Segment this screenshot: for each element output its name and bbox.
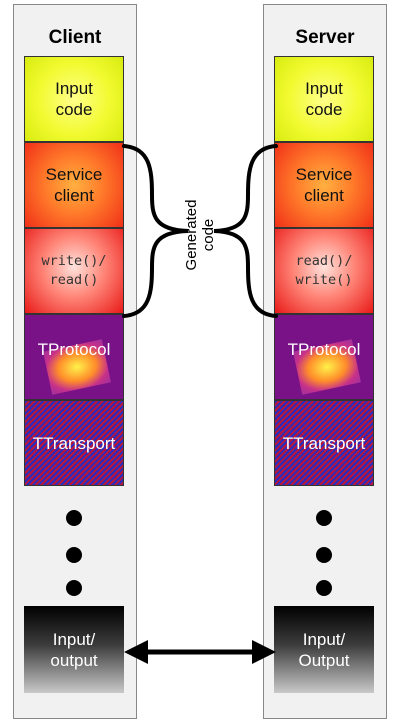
server-input-code-label: Input code xyxy=(305,79,343,119)
server-read-write-box: read()/ write() xyxy=(274,228,374,314)
client-input-code-box: Input code xyxy=(24,56,124,142)
client-write-read-box: write()/ read() xyxy=(24,228,124,314)
client-tprotocol-box: TProtocol xyxy=(24,314,124,400)
server-ttransport-label: TTransport xyxy=(282,433,366,453)
io-link-arrow-right-head xyxy=(252,640,276,664)
client-ellipsis-dot xyxy=(66,547,82,563)
client-input-code-label: Input code xyxy=(55,79,93,119)
client-io-label: Input/ output xyxy=(50,629,98,670)
client-brace xyxy=(122,144,189,318)
client-service-client-box: Service client xyxy=(24,142,124,228)
server-read-write-label: read()/ write() xyxy=(295,253,353,288)
client-ellipsis-dot xyxy=(66,510,82,526)
client-column: Client Input code Service client write()… xyxy=(13,4,137,719)
server-tprotocol-label: TProtocol xyxy=(287,339,361,359)
io-link-arrow-left-head xyxy=(124,640,148,664)
server-service-client-label: Service client xyxy=(295,165,353,205)
server-column: Server Input code Service client read()/… xyxy=(263,4,387,719)
server-ttransport-box: TTransport xyxy=(274,400,374,486)
server-service-client-box: Service client xyxy=(274,142,374,228)
server-brace xyxy=(213,144,278,318)
client-io-box: Input/ output xyxy=(24,606,124,693)
server-input-code-box: Input code xyxy=(274,56,374,142)
client-write-read-label: write()/ read() xyxy=(41,253,107,288)
client-title: Client xyxy=(48,27,102,48)
server-tprotocol-box: TProtocol xyxy=(274,314,374,400)
client-tprotocol-label: TProtocol xyxy=(37,339,111,359)
generated-code-label: Generated code xyxy=(183,199,217,271)
client-service-client-label: Service client xyxy=(45,165,103,205)
client-ttransport-label: TTransport xyxy=(32,433,116,453)
server-ellipsis-dot xyxy=(316,510,332,526)
client-ellipsis-dot xyxy=(66,580,82,596)
server-ellipsis-dot xyxy=(316,580,332,596)
client-ttransport-box: TTransport xyxy=(24,400,124,486)
server-title: Server xyxy=(295,27,355,48)
server-ellipsis-dot xyxy=(316,547,332,563)
server-io-box: Input/ Output xyxy=(274,606,374,693)
server-io-label: Input/ Output xyxy=(298,629,350,670)
